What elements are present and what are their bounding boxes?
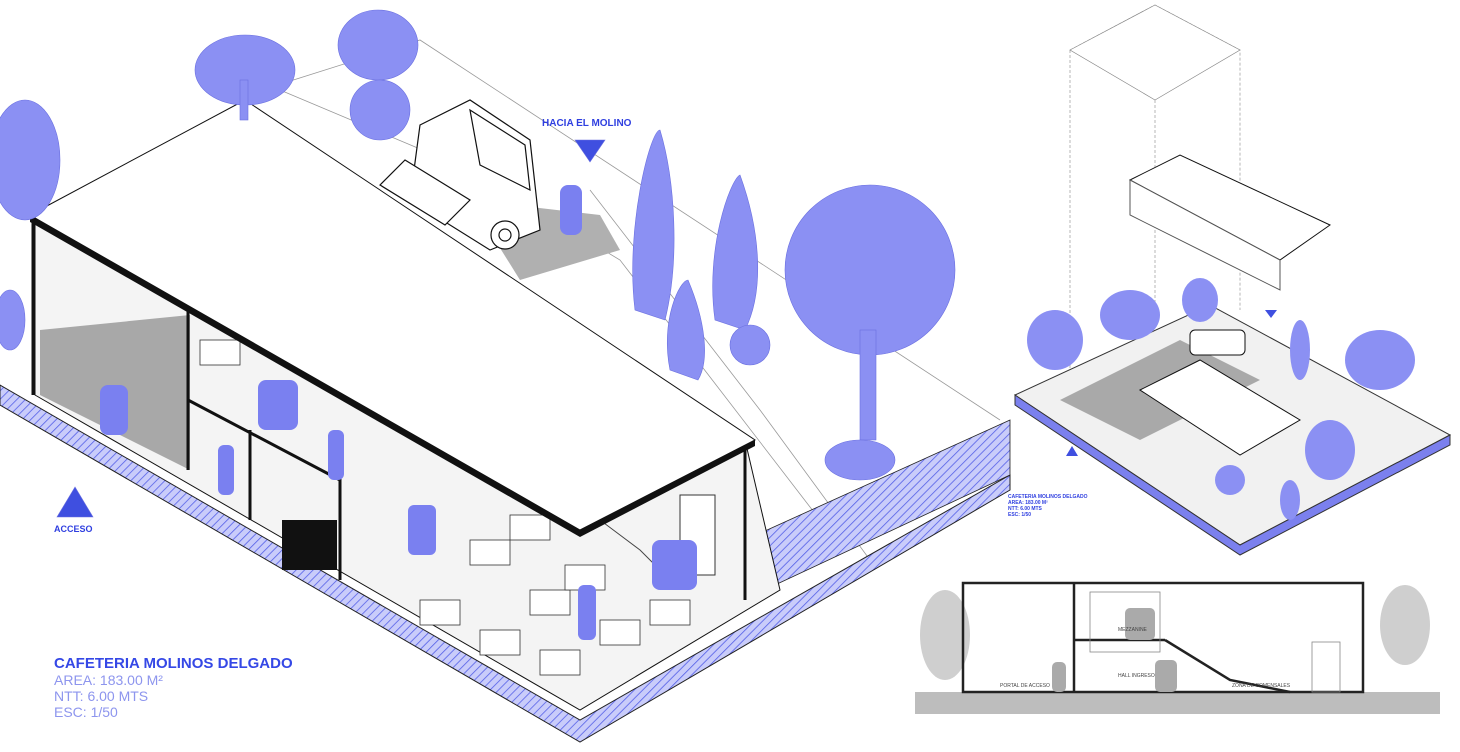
vegetation (0, 9, 956, 518)
section-label-zona: ZONA DE COMENSALES (1232, 683, 1291, 689)
secondary-project-info: CAFETERIA MOLINOS DELGADO AREA: 183.00 M… (1008, 494, 1088, 518)
section-label-hall: HALL INGRESO (1118, 673, 1155, 679)
truck (379, 99, 541, 251)
people (100, 185, 697, 640)
section-label-portal: PORTAL DE ACCESO (1000, 683, 1050, 689)
section-label-mezzanine: MEZZANINE (1118, 627, 1147, 633)
label-acceso: ACCESO (54, 524, 93, 534)
secondary-scale: ESC: 1/50 (1008, 512, 1032, 518)
secondary-axonometric (1013, 4, 1452, 556)
tables (199, 339, 691, 676)
secondary-height: NTT: 6.00 MTS (1008, 506, 1042, 512)
label-hacia-el-molino: HACIA EL MOLINO (542, 118, 632, 129)
secondary-area: AREA: 183.00 M² (1008, 500, 1048, 506)
secondary-title: CAFETERIA MOLINOS DELGADO (1008, 494, 1088, 500)
project-title: CAFETERIA MOLINOS DELGADO (54, 655, 293, 672)
project-area: AREA: 183.00 M² (54, 672, 163, 688)
project-height: NTT: 6.00 MTS (54, 688, 149, 704)
ground-slab (0, 384, 1011, 743)
building-section (915, 581, 1440, 714)
project-info: CAFETERIA MOLINOS DELGADO AREA: 183.00 M… (54, 655, 293, 721)
project-scale: ESC: 1/50 (54, 704, 118, 720)
